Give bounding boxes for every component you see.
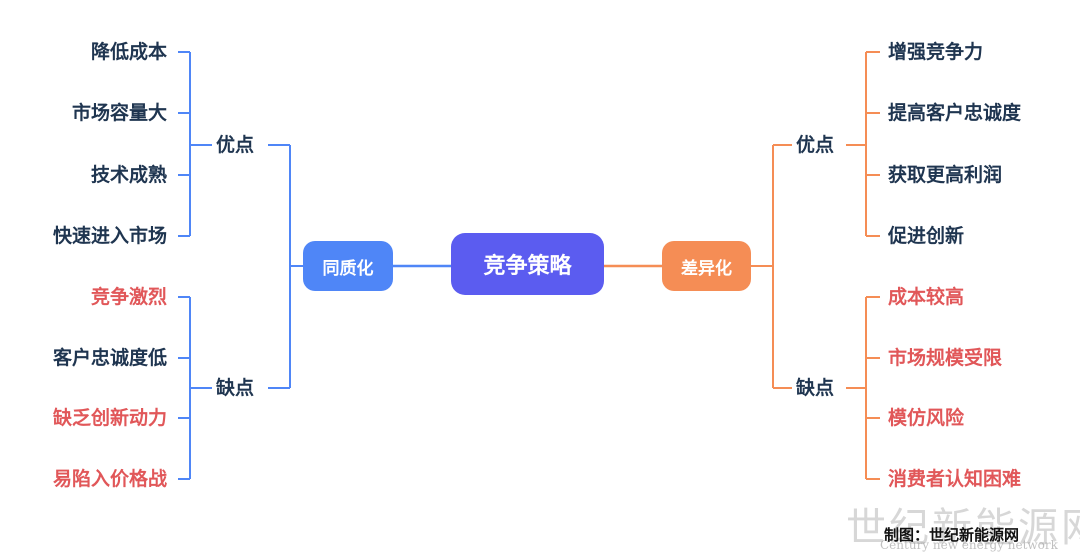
center-node-competition-strategy: 竞争策略 <box>451 233 604 295</box>
right-con-item: 模仿风险 <box>888 407 965 429</box>
chart-credit: 制图：世纪新能源网 <box>884 526 1020 544</box>
right-pros-label: 优点 <box>796 134 835 156</box>
left-con-item: 缺乏创新动力 <box>52 407 167 429</box>
left-pros-label: 优点 <box>216 134 255 156</box>
left-con-item: 易陷入价格战 <box>52 468 167 490</box>
right-con-item: 市场规模受限 <box>888 347 1003 369</box>
right-con-item: 成本较高 <box>888 286 965 308</box>
branch-node-homogenization: 同质化 <box>303 241 393 291</box>
branch-node-differentiation: 差异化 <box>662 241 751 291</box>
right-con-item: 消费者认知困难 <box>888 468 1022 490</box>
right-pro-item: 增强竞争力 <box>888 41 984 63</box>
right-pro-item: 获取更高利润 <box>888 164 1003 186</box>
watermark-logo-text: 世纪新能源网 <box>846 505 1080 551</box>
left-pro-item: 降低成本 <box>90 41 167 63</box>
right-cons-label: 缺点 <box>796 377 835 399</box>
left-pro-item: 技术成熟 <box>90 164 167 186</box>
left-cons-label: 缺点 <box>216 377 255 399</box>
left-con-item: 竞争激烈 <box>90 286 167 308</box>
left-pro-item: 市场容量大 <box>71 102 167 124</box>
right-pro-item: 促进创新 <box>888 225 965 247</box>
left-con-item: 客户忠诚度低 <box>52 347 167 369</box>
right-pro-item: 提高客户忠诚度 <box>888 102 1022 124</box>
left-pro-item: 快速进入市场 <box>52 225 167 247</box>
watermark-english-text: Century new energy network <box>880 538 1058 552</box>
